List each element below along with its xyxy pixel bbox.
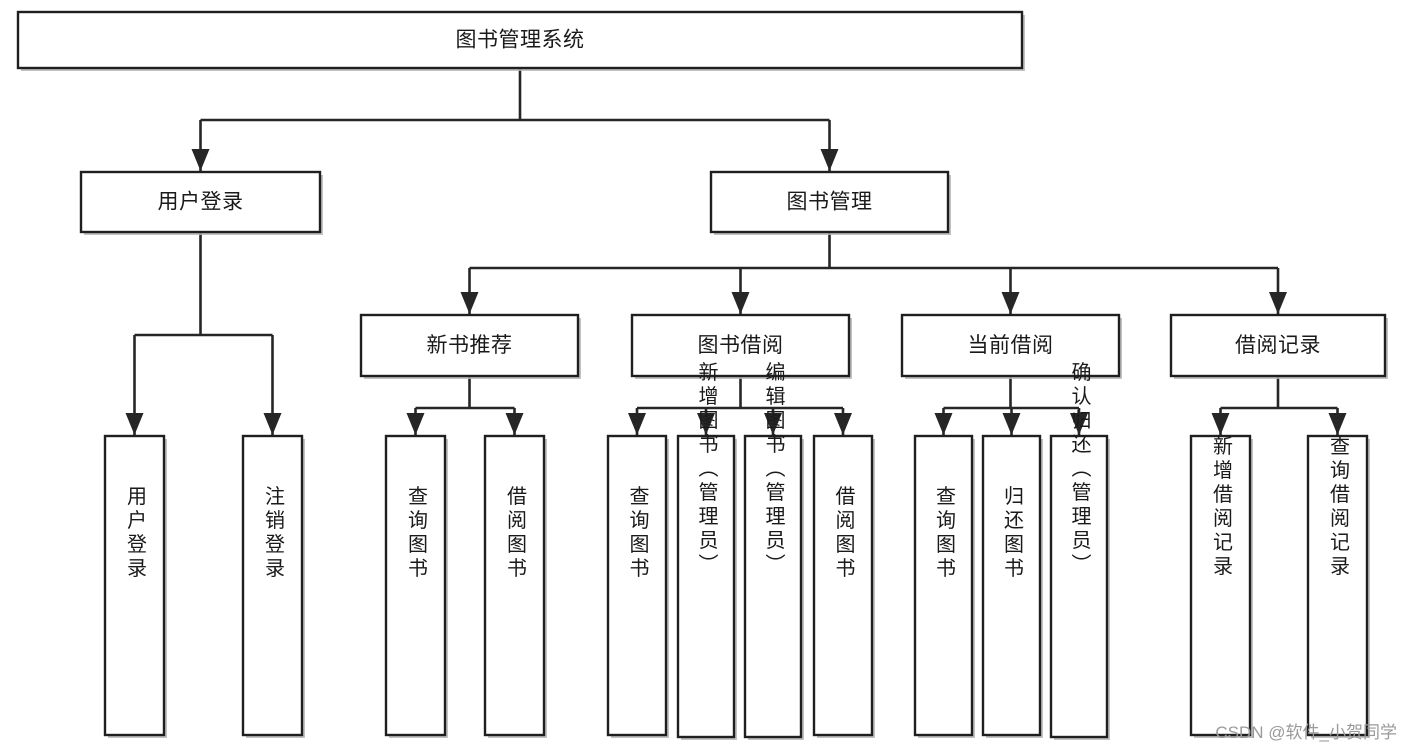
node-leaf-查询图书[interactable]: 查询图书 — [913, 434, 975, 738]
node-box[interactable] — [812, 434, 874, 737]
node-leaf-编辑图书管理员[interactable]: 编辑图书（管理员） — [743, 361, 804, 740]
node-label: 归还图书 — [1001, 485, 1024, 581]
node-box[interactable] — [103, 434, 166, 737]
node-box[interactable] — [630, 313, 851, 378]
node-label: 借阅图书 — [504, 485, 527, 581]
node-box[interactable] — [16, 10, 1024, 70]
node-box[interactable] — [900, 313, 1121, 378]
arrow-head-icon — [191, 149, 210, 171]
node-layer: 图书管理系统用户登录图书管理新书推荐图书借阅当前借阅借阅记录用户登录注销登录查询… — [16, 10, 1388, 740]
arrow-head-icon — [1211, 413, 1230, 435]
node-label: 新增图书（管理员） — [695, 361, 718, 577]
arrow-head-icon — [460, 292, 479, 314]
node-box[interactable] — [384, 434, 447, 737]
node-box[interactable] — [79, 170, 322, 234]
node-box[interactable] — [606, 434, 668, 737]
arrow-head-icon — [934, 413, 953, 435]
node-box[interactable] — [241, 434, 304, 737]
node-leaf-借阅图书[interactable]: 借阅图书 — [483, 434, 547, 738]
node-leaf-查询借阅记录[interactable]: 查询借阅记录 — [1306, 434, 1370, 738]
node-label: 借阅图书 — [832, 485, 855, 581]
arrow-head-icon — [764, 413, 782, 435]
node-level1-用户登录[interactable]: 用户登录 — [79, 170, 323, 235]
arrow-head-icon — [1328, 413, 1347, 435]
node-leaf-借阅图书[interactable]: 借阅图书 — [812, 434, 875, 738]
node-leaf-新增图书管理员[interactable]: 新增图书（管理员） — [676, 361, 737, 740]
node-leaf-确认归还管理员[interactable]: 确认归还（管理员） — [1049, 361, 1110, 740]
arrow-head-icon — [820, 149, 839, 171]
node-leaf-查询图书[interactable]: 查询图书 — [384, 434, 448, 738]
node-leaf-归还图书[interactable]: 归还图书 — [981, 434, 1043, 738]
arrow-head-icon — [1269, 292, 1287, 314]
node-level2-借阅记录[interactable]: 借阅记录 — [1169, 313, 1388, 379]
node-box[interactable] — [709, 170, 950, 234]
arrow-head-icon — [505, 413, 524, 435]
arrow-head-icon — [125, 413, 144, 435]
arrow-head-icon — [628, 413, 646, 435]
node-label: 图书管理系统 — [456, 29, 585, 52]
csdn-watermark: CSDN @软件_小贺同学 — [1215, 723, 1397, 742]
node-label: 查询借阅记录 — [1327, 435, 1350, 579]
node-box[interactable] — [1169, 313, 1387, 378]
node-label: 当前借阅 — [968, 334, 1054, 357]
connector-layer — [125, 68, 1347, 435]
node-box[interactable] — [676, 434, 736, 739]
arrow-head-icon — [731, 292, 750, 314]
node-box[interactable] — [743, 434, 803, 739]
node-box[interactable] — [981, 434, 1042, 737]
arrow-head-icon — [834, 413, 852, 435]
node-label: 图书借阅 — [698, 334, 784, 357]
node-label: 借阅记录 — [1235, 334, 1321, 357]
node-level2-当前借阅[interactable]: 当前借阅 — [900, 313, 1122, 379]
node-label: 新增借阅记录 — [1210, 435, 1233, 579]
node-box[interactable] — [913, 434, 974, 737]
node-leaf-查询图书[interactable]: 查询图书 — [606, 434, 669, 738]
arrow-head-icon — [1001, 292, 1020, 314]
node-label: 查询图书 — [933, 485, 956, 581]
arrow-head-icon — [263, 413, 282, 435]
arrow-head-icon — [406, 413, 425, 435]
node-label: 新书推荐 — [427, 334, 513, 357]
node-level2-图书借阅[interactable]: 图书借阅 — [630, 313, 852, 379]
node-label: 确认归还（管理员） — [1068, 361, 1091, 577]
node-box[interactable] — [359, 313, 580, 378]
node-root-图书管理系统[interactable]: 图书管理系统 — [16, 10, 1025, 71]
arrow-head-icon — [1002, 413, 1021, 435]
node-box[interactable] — [483, 434, 546, 737]
node-box[interactable] — [1306, 434, 1369, 737]
node-leaf-新增借阅记录[interactable]: 新增借阅记录 — [1189, 434, 1253, 738]
node-label: 用户登录 — [124, 486, 147, 582]
node-leaf-注销登录[interactable]: 注销登录 — [241, 434, 305, 738]
node-level1-图书管理[interactable]: 图书管理 — [709, 170, 951, 235]
node-label: 查询图书 — [626, 485, 649, 581]
node-label: 用户登录 — [158, 191, 244, 214]
node-level2-新书推荐[interactable]: 新书推荐 — [359, 313, 581, 379]
node-label: 注销登录 — [262, 485, 285, 581]
node-label: 图书管理 — [787, 191, 873, 214]
node-label: 查询图书 — [405, 485, 428, 581]
node-box[interactable] — [1189, 434, 1252, 737]
node-leaf-用户登录[interactable]: 用户登录 — [103, 434, 167, 738]
node-label: 编辑图书（管理员） — [762, 361, 785, 577]
arrow-head-icon — [697, 413, 715, 435]
node-box[interactable] — [1049, 434, 1109, 739]
arrow-head-icon — [1070, 413, 1088, 435]
